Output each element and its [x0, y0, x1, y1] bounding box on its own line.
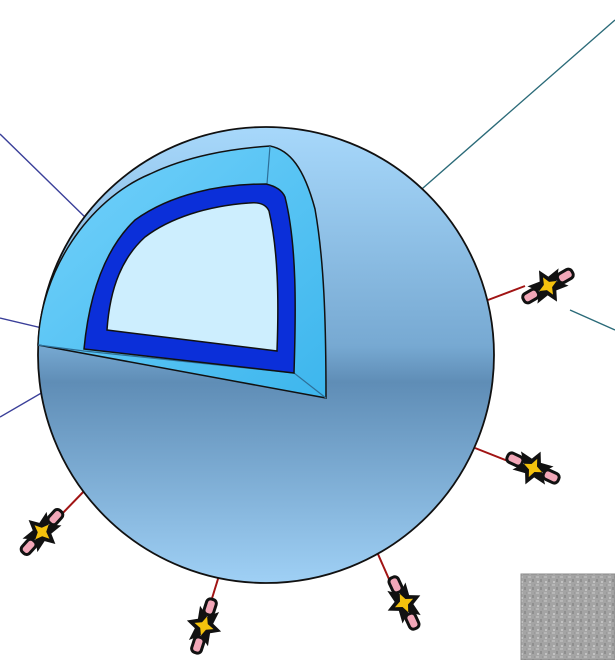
satellite-icon: [178, 594, 230, 658]
leader-line-outer-left: [0, 134, 88, 220]
satellite-icon: [376, 570, 432, 636]
satellite-icon: [10, 499, 74, 565]
leader-line-satellite-right: [570, 310, 615, 330]
tether-upper-right: [488, 286, 525, 300]
satellite-icon: [500, 440, 566, 496]
texture-swatch: [521, 574, 615, 660]
